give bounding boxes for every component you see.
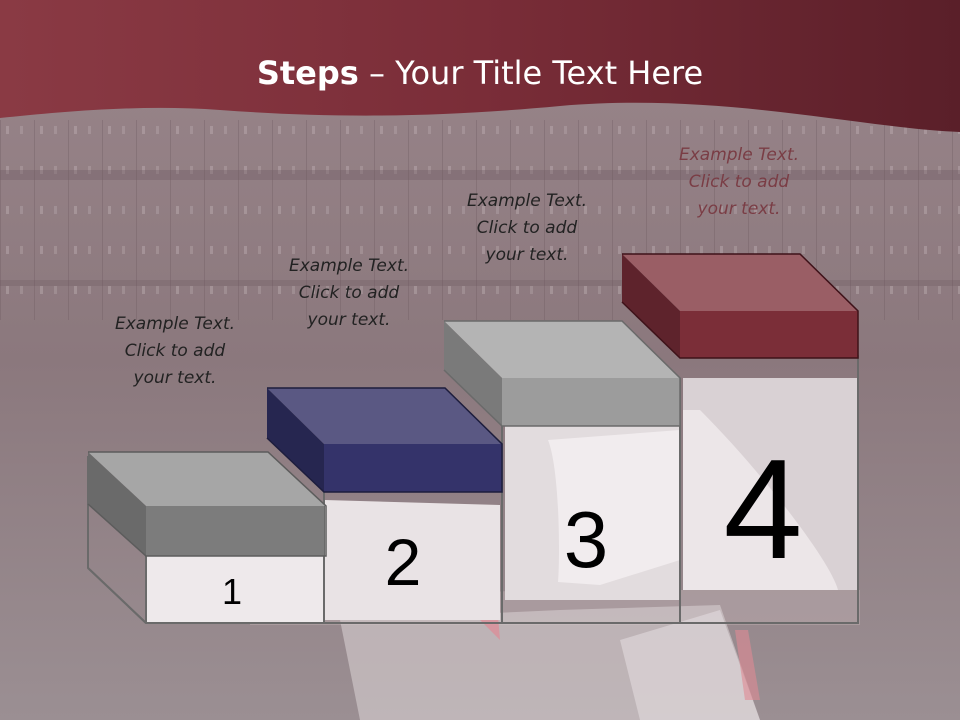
slide-title[interactable]: Steps – Your Title Text Here <box>0 54 960 92</box>
caption-line: Click to add <box>476 218 578 238</box>
step-1-block[interactable] <box>87 451 327 557</box>
title-rest: – Your Title Text Here <box>358 54 704 92</box>
book-image <box>683 410 838 590</box>
step-4-number: 4 <box>724 430 803 589</box>
step-2-number: 2 <box>385 525 422 599</box>
step-1-number: 1 <box>222 571 242 612</box>
caption-line: your text. <box>485 245 569 265</box>
caption-line: Example Text. <box>678 145 800 165</box>
step-2-block[interactable] <box>266 387 503 493</box>
step-3-block[interactable] <box>443 320 681 427</box>
step-bins <box>87 355 859 624</box>
title-bold: Steps <box>256 54 359 92</box>
caption-line: Click to add <box>298 283 400 303</box>
bin-face <box>146 556 324 623</box>
book-image <box>548 430 680 585</box>
step-4-caption[interactable]: Example Text. Click to add your text. <box>654 142 824 223</box>
caption-line: Example Text. <box>288 256 410 276</box>
caption-line: your text. <box>697 199 781 219</box>
caption-line: Click to add <box>124 341 226 361</box>
caption-line: Example Text. <box>114 314 236 334</box>
step-2-caption[interactable]: Example Text. Click to add your text. <box>264 253 434 334</box>
book-image <box>325 500 500 620</box>
step-3-caption[interactable]: Example Text. Click to add your text. <box>442 188 612 269</box>
caption-line: Example Text. <box>466 191 588 211</box>
step-1-caption[interactable]: Example Text. Click to add your text. <box>90 311 260 392</box>
step-3-number: 3 <box>564 495 609 584</box>
caption-line: your text. <box>133 368 217 388</box>
step-4-block[interactable] <box>621 253 859 359</box>
caption-line: your text. <box>307 310 391 330</box>
caption-line: Click to add <box>688 172 790 192</box>
